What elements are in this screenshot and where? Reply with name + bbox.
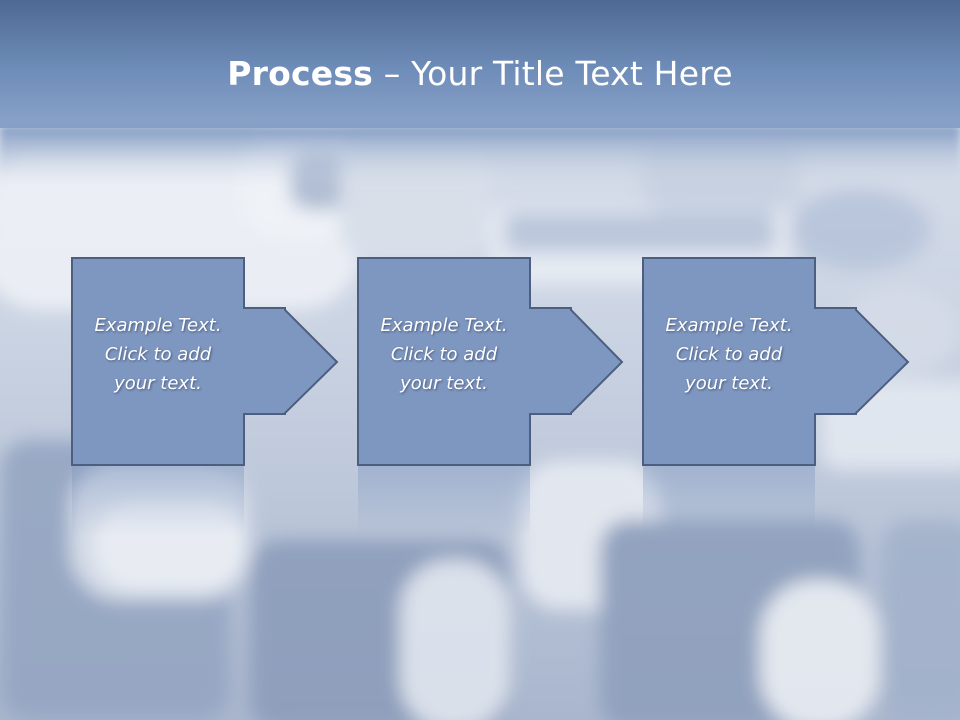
step-shape-2 — [357, 257, 624, 466]
box-reflections — [72, 466, 815, 536]
step-2-line-3: your text. — [400, 373, 488, 394]
step-3-line-1: Example Text. — [665, 315, 793, 336]
step-shape-1 — [71, 257, 339, 466]
slide-title[interactable]: Process – Your Title Text Here — [0, 54, 960, 93]
title-rest: – Your Title Text Here — [373, 54, 733, 93]
step-2-text[interactable]: Example Text. Click to add your text. — [358, 311, 530, 398]
step-3-text[interactable]: Example Text. Click to add your text. — [643, 311, 815, 398]
step-3-line-3: your text. — [685, 373, 773, 394]
step-3-line-2: Click to add — [675, 344, 783, 365]
step-1-line-2: Click to add — [104, 344, 212, 365]
step-1-line-3: your text. — [114, 373, 202, 394]
step-shape-3 — [642, 257, 910, 466]
title-bold: Process — [227, 54, 374, 93]
step-2-line-2: Click to add — [390, 344, 498, 365]
step-1-text[interactable]: Example Text. Click to add your text. — [72, 311, 244, 398]
step-1-line-1: Example Text. — [94, 315, 222, 336]
step-2-line-1: Example Text. — [380, 315, 508, 336]
